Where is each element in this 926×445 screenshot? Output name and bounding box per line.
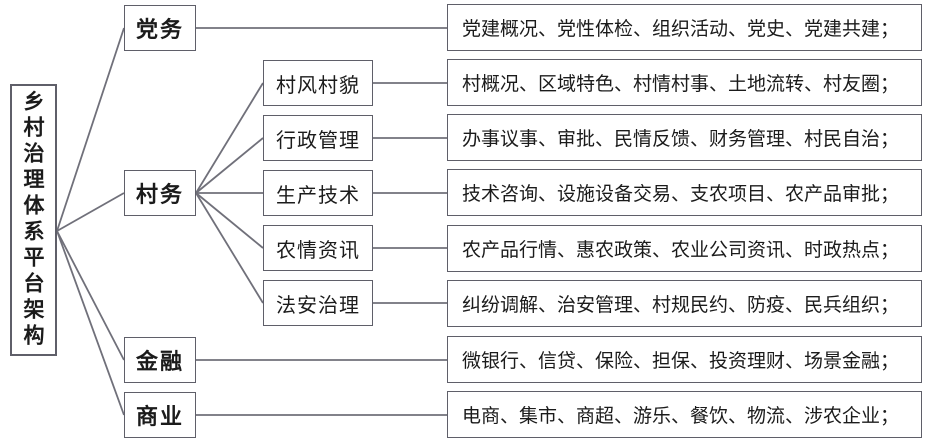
branch-label: 金融 bbox=[135, 349, 184, 375]
leaf-text: 党建概况、党性体检、组织活动、党史、党建共建； bbox=[462, 18, 900, 40]
branch-finance: 金融 bbox=[124, 337, 196, 383]
leaf-row-administration: 办事议事、审批、民情反馈、财务管理、村民自治； bbox=[447, 114, 922, 161]
branch-commerce: 商业 bbox=[124, 392, 196, 438]
leaf-text: 技术咨询、设施设备交易、支农项目、农产品审批； bbox=[462, 183, 900, 205]
root-node: 乡村治理体系平台架构 bbox=[10, 84, 57, 356]
root-label: 乡村治理体系平台架构 bbox=[21, 90, 46, 350]
subbranch-label: 法安治理 bbox=[276, 292, 360, 317]
leaf-row-finance: 微银行、信贷、保险、担保、投资理财、场景金融； bbox=[447, 336, 922, 383]
leaf-text: 办事议事、审批、民情反馈、财务管理、村民自治； bbox=[462, 128, 900, 150]
branch-party-affairs: 党务 bbox=[124, 5, 196, 51]
leaf-row-commerce: 电商、集市、商超、游乐、餐饮、物流、涉农企业； bbox=[447, 391, 922, 438]
leaf-row-production-tech: 技术咨询、设施设备交易、支农项目、农产品审批； bbox=[447, 169, 922, 216]
leaf-row-village-style: 村概况、区域特色、村情村事、土地流转、村友圈； bbox=[447, 59, 922, 106]
leaf-row-law-governance: 纠纷调解、治安管理、村规民约、防疫、民兵组织； bbox=[447, 280, 922, 327]
subbranch-law-governance: 法安治理 bbox=[263, 280, 373, 326]
subbranch-production-tech: 生产技术 bbox=[263, 170, 373, 216]
subbranch-agri-info: 农情资讯 bbox=[263, 225, 373, 271]
subbranch-administration: 行政管理 bbox=[263, 115, 373, 161]
leaf-text: 微银行、信贷、保险、担保、投资理财、场景金融； bbox=[462, 350, 900, 372]
branch-label: 党务 bbox=[135, 17, 184, 43]
subbranch-label: 村风村貌 bbox=[276, 72, 360, 97]
branch-label: 村务 bbox=[135, 182, 184, 208]
subbranch-label: 行政管理 bbox=[276, 127, 360, 152]
leaf-text: 电商、集市、商超、游乐、餐饮、物流、涉农企业； bbox=[462, 405, 900, 427]
leaf-text: 纠纷调解、治安管理、村规民约、防疫、民兵组织； bbox=[462, 294, 900, 316]
subbranch-label: 农情资讯 bbox=[276, 237, 360, 262]
branch-village-affairs: 村务 bbox=[124, 170, 196, 216]
leaf-text: 村概况、区域特色、村情村事、土地流转、村友圈； bbox=[462, 73, 900, 95]
subbranch-label: 生产技术 bbox=[276, 182, 360, 207]
leaf-text: 农产品行情、惠农政策、农业公司资讯、时政热点； bbox=[462, 239, 900, 261]
subbranch-village-style: 村风村貌 bbox=[263, 60, 373, 106]
leaf-row-agri-info: 农产品行情、惠农政策、农业公司资讯、时政热点； bbox=[447, 225, 922, 272]
leaf-row-party: 党建概况、党性体检、组织活动、党史、党建共建； bbox=[447, 4, 922, 51]
branch-label: 商业 bbox=[135, 404, 184, 430]
